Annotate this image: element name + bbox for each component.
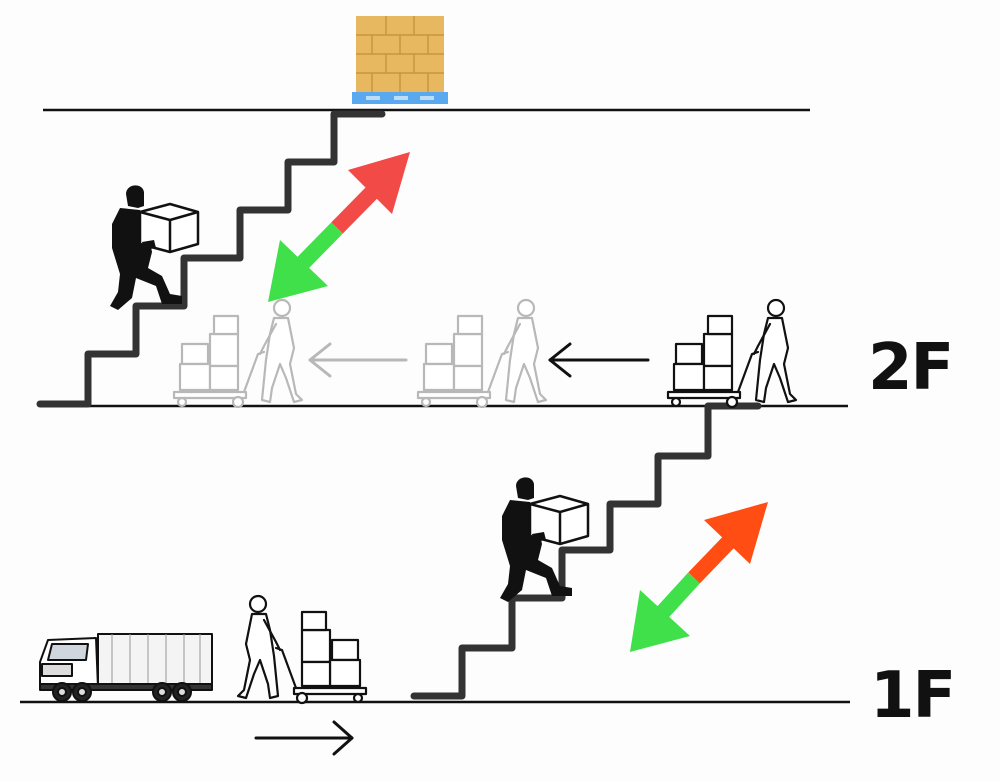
floor-label-2f: 2F bbox=[868, 331, 954, 405]
pallet-boxes-icon bbox=[352, 16, 448, 104]
worker-pushing-cart-icon bbox=[236, 594, 368, 705]
upper-staircase bbox=[36, 110, 386, 408]
truck-icon bbox=[39, 633, 213, 702]
flow-arrow-upper bbox=[548, 342, 650, 378]
lower-transfer-arrow bbox=[630, 502, 768, 652]
upper-transfer-arrow bbox=[268, 152, 410, 302]
flow-arrow-grey bbox=[308, 342, 408, 378]
worker-carrying-box-icon bbox=[498, 476, 590, 604]
worker-pushing-cart-icon bbox=[416, 298, 548, 409]
worker-pushing-cart-icon bbox=[666, 298, 798, 409]
worker-pushing-cart-icon bbox=[172, 298, 304, 409]
lower-staircase bbox=[410, 402, 762, 700]
floor-label-1f: 1F bbox=[870, 659, 956, 733]
flow-arrow-lower bbox=[254, 720, 354, 756]
